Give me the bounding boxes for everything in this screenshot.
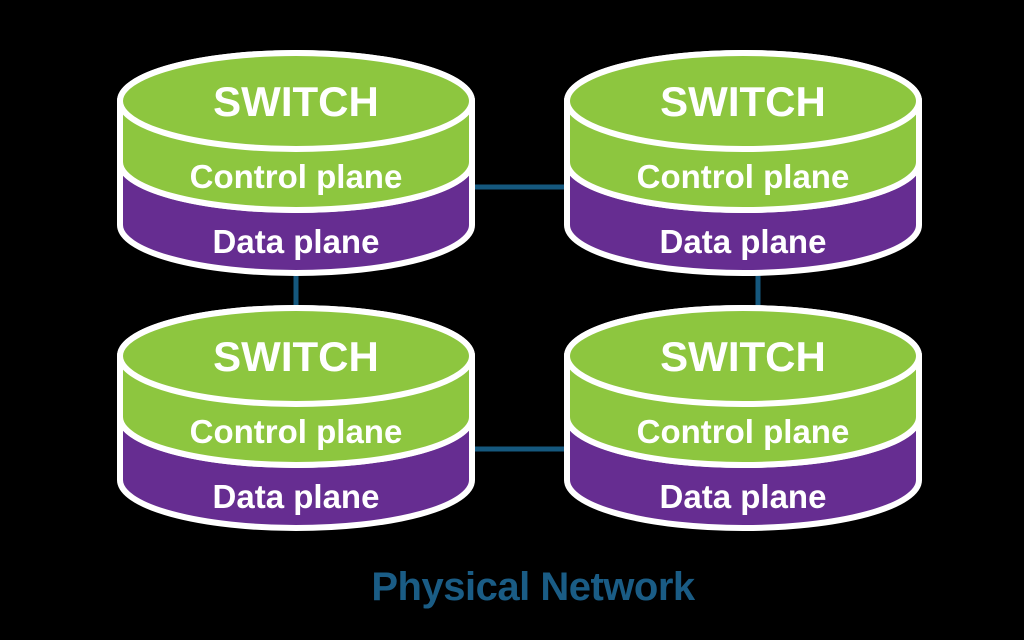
diagram-title: Physical Network [371, 565, 696, 609]
switch-top-left: SWITCH Control plane Data plane [117, 50, 475, 276]
switch-top-ellipse [564, 305, 922, 407]
control-plane-label: Control plane [190, 158, 403, 195]
switch-label: SWITCH [213, 78, 379, 125]
data-plane-label: Data plane [213, 223, 380, 260]
data-plane-label: Data plane [660, 223, 827, 260]
switch-label: SWITCH [660, 78, 826, 125]
control-plane-label: Control plane [637, 158, 850, 195]
control-plane-label: Control plane [190, 413, 403, 450]
switch-bottom-left: SWITCH Control plane Data plane [117, 305, 475, 531]
switch-top-ellipse [117, 50, 475, 152]
switch-top-ellipse [564, 50, 922, 152]
switch-label: SWITCH [213, 333, 379, 380]
switch-top-right: SWITCH Control plane Data plane [564, 50, 922, 276]
data-plane-label: Data plane [213, 478, 380, 515]
switch-top-ellipse [117, 305, 475, 407]
data-plane-label: Data plane [660, 478, 827, 515]
switch-label: SWITCH [660, 333, 826, 380]
control-plane-label: Control plane [637, 413, 850, 450]
switch-bottom-right: SWITCH Control plane Data plane [564, 305, 922, 531]
